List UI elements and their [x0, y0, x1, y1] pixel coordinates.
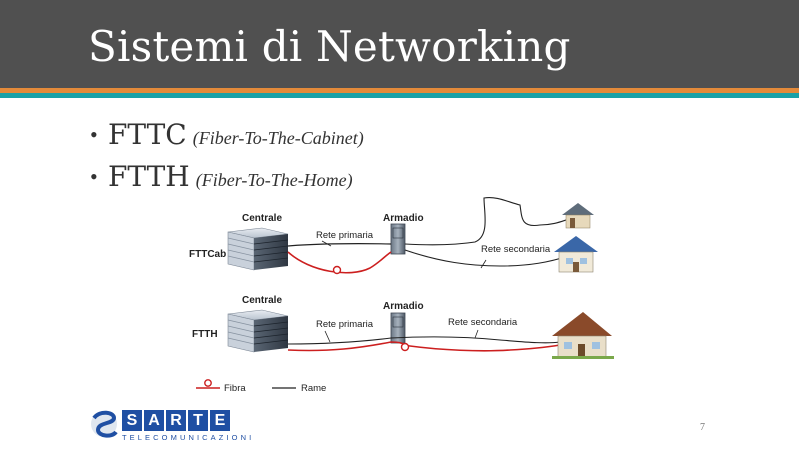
fttc-rete-secondaria-label: Rete secondaria — [481, 244, 551, 255]
bullet-main-text: FTTH — [108, 160, 190, 193]
ftth-secondaria-pointer — [474, 329, 479, 339]
bullet-dot: • — [90, 122, 98, 147]
fttc-secondary-copper-overhead — [404, 197, 567, 246]
logo-letter: T — [188, 410, 208, 431]
sarte-logo-icon — [91, 410, 118, 438]
fttc-fiber-splice-icon — [332, 265, 342, 275]
legend-fibra-icon — [204, 379, 212, 387]
fttc-centrale-server-icon — [227, 227, 289, 271]
ftth-fiber-splice-icon — [400, 342, 410, 352]
fttc-secondaria-pointer — [480, 259, 487, 269]
bullet-main: FTTC(Fiber-To-The-Cabinet) — [108, 118, 364, 151]
fttc-house-icon — [554, 236, 598, 273]
bullet-sub: (Fiber-To-The-Cabinet) — [192, 128, 364, 148]
fttc-rete-primaria-label: Rete primaria — [316, 230, 374, 241]
sarte-logo-subtitle: TELECOMUNICAZIONI — [122, 433, 255, 442]
logo-letter: A — [144, 410, 164, 431]
logo-letter: R — [166, 410, 186, 431]
legend-fibra-label: Fibra — [224, 383, 246, 394]
fttc-house-small-icon — [562, 203, 594, 229]
ftth-centrale-server-icon — [227, 309, 289, 353]
bullet-main: FTTH(Fiber-To-The-Home) — [108, 160, 353, 193]
ftth-armadio-label: Armadio — [383, 301, 424, 312]
bullet-dot: • — [90, 164, 98, 189]
ftth-centrale-label: Centrale — [242, 295, 282, 306]
fttc-primary-fiber-line — [287, 251, 392, 274]
legend-rame-label: Rame — [301, 383, 326, 394]
ftth-label: FTTH — [192, 329, 218, 340]
ftth-fiber-line — [287, 341, 561, 352]
ftth-rete-secondaria-label: Rete secondaria — [448, 317, 518, 328]
fttc-secondary-copper-line — [404, 249, 569, 267]
accent-stripe-orange — [0, 88, 799, 93]
diagram-legend: Fibra Rame — [196, 379, 326, 394]
ftth-rete-primaria-label: Rete primaria — [316, 319, 374, 330]
fttc-row: FTTCab Centrale Armadio Rete primaria Re… — [189, 197, 598, 275]
fttc-armadio-label: Armadio — [383, 213, 424, 224]
fttc-label: FTTCab — [189, 249, 226, 260]
bullet-main-text: FTTC — [108, 118, 187, 151]
fttc-centrale-label: Centrale — [242, 213, 282, 224]
sarte-logo-wordmark: S A R T E — [122, 410, 230, 431]
logo-letter: E — [210, 410, 230, 431]
fttc-primary-copper-line — [287, 243, 392, 247]
ftth-row: FTTH Centrale Armadio Rete primaria Rete… — [192, 295, 614, 359]
fttc-primaria-pointer — [321, 240, 332, 247]
ftth-primaria-pointer — [324, 330, 331, 343]
logo-letter: S — [122, 410, 142, 431]
page-number: 7 — [700, 422, 705, 433]
slide-title: Sistemi di Networking — [88, 22, 571, 71]
bullet-sub: (Fiber-To-The-Home) — [195, 170, 353, 190]
ftth-cabinet-icon — [390, 312, 406, 344]
ftth-copper-line — [287, 336, 561, 345]
accent-stripe-teal — [0, 93, 799, 98]
fttc-cabinet-icon — [390, 223, 406, 255]
sarte-logo: S A R T E TELECOMUNICAZIONI — [90, 408, 251, 444]
ftth-house-icon — [552, 312, 614, 359]
slide-header: Sistemi di Networking — [0, 0, 799, 88]
